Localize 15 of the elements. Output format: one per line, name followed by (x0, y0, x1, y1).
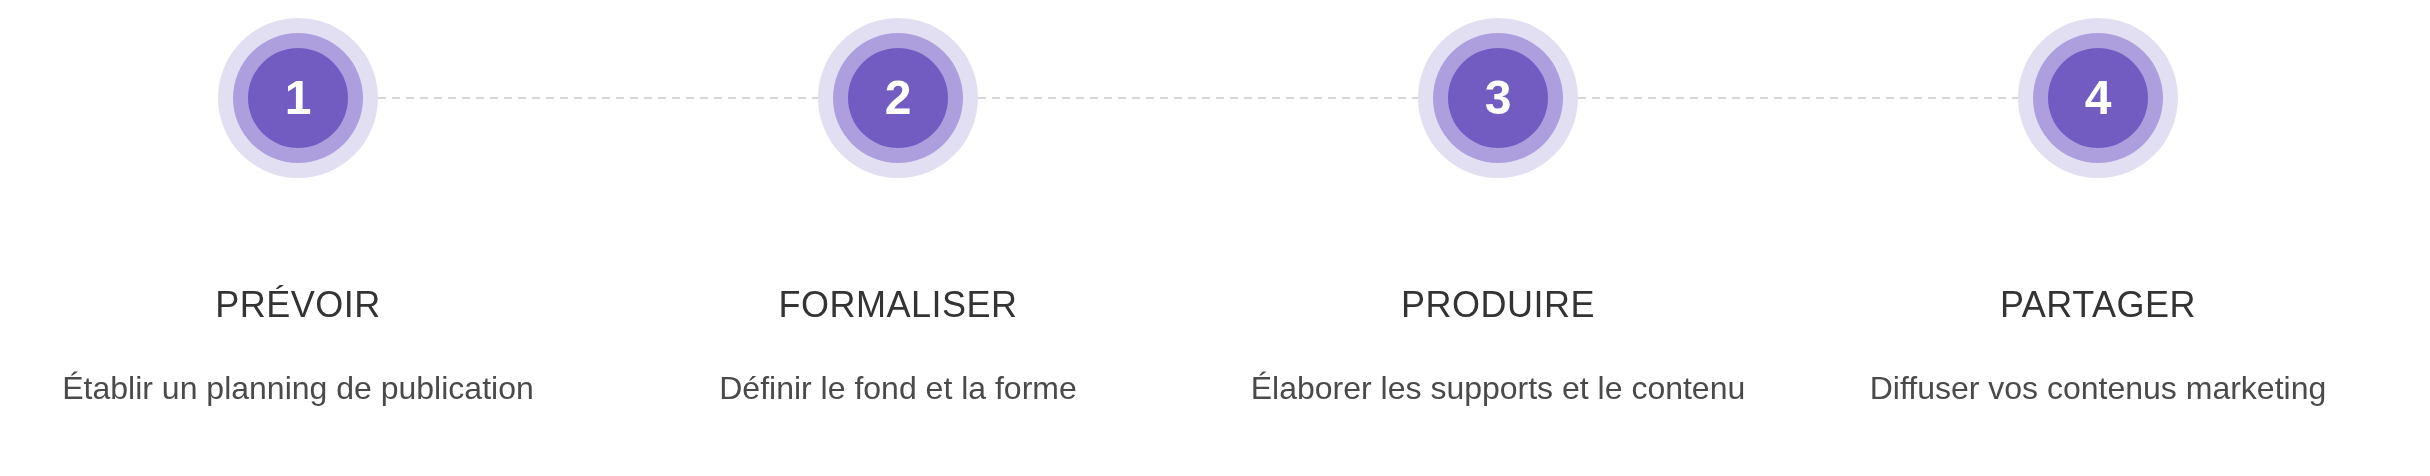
step-number: 1 (284, 74, 312, 122)
step-number: 2 (884, 74, 912, 122)
step-description: Établir un planning de publication (61, 372, 535, 404)
step-number: 3 (1484, 74, 1512, 122)
step-number: 4 (2084, 74, 2112, 122)
step-title: PRODUIRE (1400, 287, 1596, 323)
step-title: FORMALISER (777, 287, 1019, 323)
step-description: Définir le fond et la forme (718, 372, 1078, 404)
step-title: PARTAGER (1998, 287, 2197, 323)
step-title: PRÉVOIR (214, 287, 382, 323)
connector-line (977, 97, 1419, 99)
connector-line (1577, 97, 2019, 99)
step-description: Élaborer les supports et le contenu (1249, 372, 1747, 404)
step-description: Diffuser vos contenus marketing (1868, 372, 2328, 404)
connector-line (377, 97, 819, 99)
